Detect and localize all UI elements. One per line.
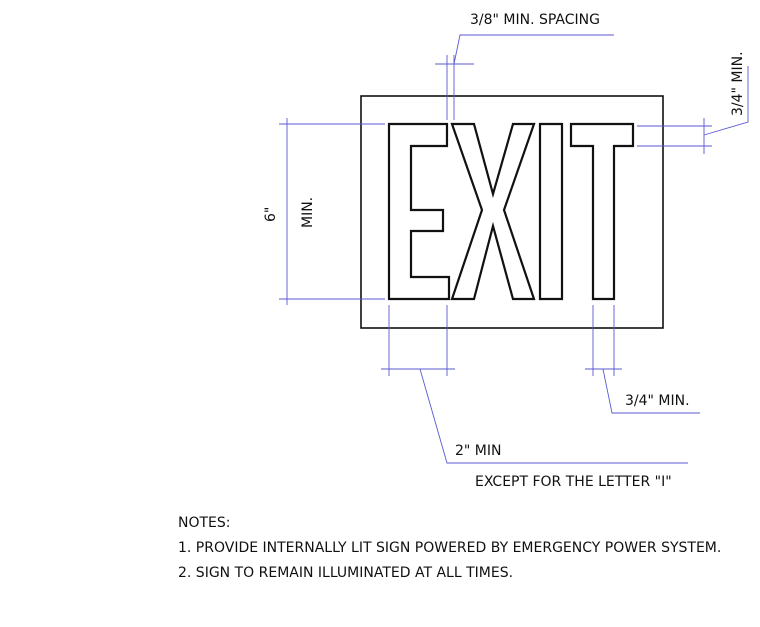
sign-panel — [360, 95, 664, 329]
notes-block: NOTES: 1. PROVIDE INTERNALLY LIT SIGN PO… — [178, 511, 721, 586]
letter-e — [387, 122, 451, 301]
spacing-label: 3/8" MIN. SPACING — [470, 12, 600, 28]
notes-heading: NOTES: — [178, 515, 231, 531]
letter-t — [569, 122, 635, 301]
height-min-label: MIN. — [300, 197, 316, 228]
letter-i — [538, 122, 564, 301]
bottom-stroke-label: 3/4" MIN. — [625, 393, 690, 409]
note-item-1: 1. PROVIDE INTERNALLY LIT SIGN POWERED B… — [178, 540, 722, 556]
sign-letters — [387, 122, 635, 301]
letter-x — [450, 122, 536, 301]
height-value-label: 6" — [263, 207, 279, 222]
width-label: 2" MIN — [455, 443, 501, 459]
width-exception-label: EXCEPT FOR THE LETTER "I" — [475, 474, 672, 490]
top-stroke-label: 3/4" MIN. — [730, 51, 746, 116]
dimension-lines — [279, 34, 749, 464]
note-item-2: 2. SIGN TO REMAIN ILLUMINATED AT ALL TIM… — [178, 565, 514, 581]
